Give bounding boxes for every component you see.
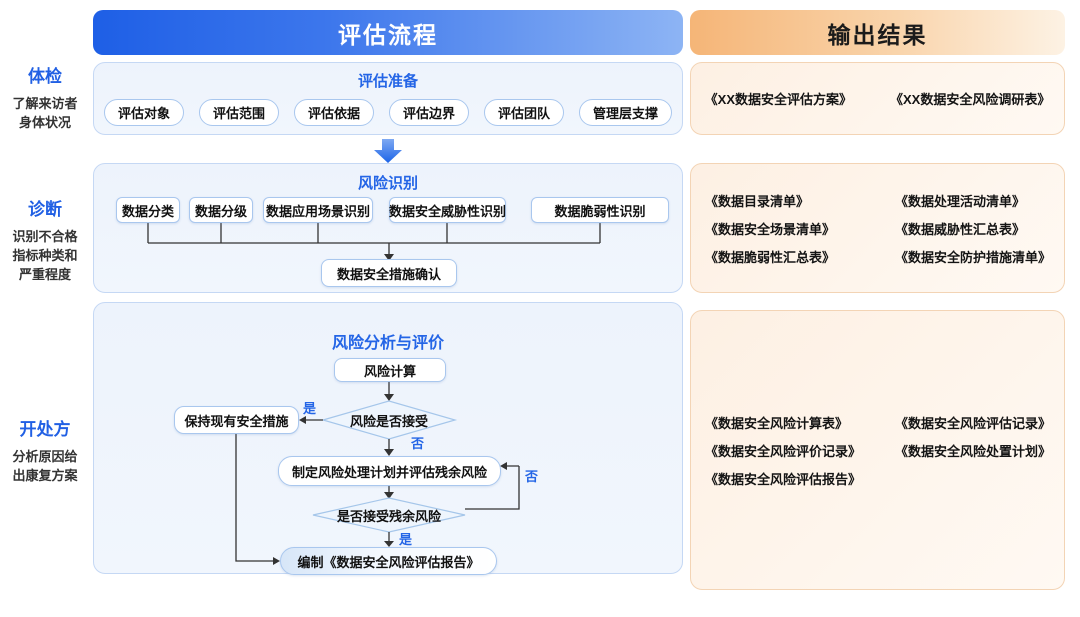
identification-connectors <box>147 223 601 261</box>
box-risk-calculation: 风险计算 <box>334 358 446 382</box>
side-label-prescription-title: 开处方 <box>19 420 71 439</box>
process-header: 评估流程 <box>93 10 683 55</box>
box-compile-assessment-report: 编制《数据安全风险评估报告》 <box>280 547 497 575</box>
pill-assessment-team: 评估团队 <box>484 99 565 126</box>
box-data-classification: 数据分类 <box>116 197 180 223</box>
doc-risk-evaluation-record: 《数据安全风险评价记录》 <box>705 443 862 459</box>
side-label-prescription-desc: 分析原因给 出康复方案 <box>12 449 78 483</box>
box-keep-existing-measures: 保持现有安全措施 <box>174 406 299 434</box>
output-panel-analysis: 《数据安全风险计算表》 《数据安全风险评估记录》 《数据安全风险评价记录》 《数… <box>690 310 1065 590</box>
output-panel-identification: 《数据目录清单》 《数据处理活动清单》 《数据安全场景清单》 《数据威胁性汇总表… <box>690 163 1065 293</box>
decision-risk-acceptable: 风险是否接受 <box>349 413 428 429</box>
box-security-measure-confirmation: 数据安全措施确认 <box>321 259 457 287</box>
doc-processing-activity-list: 《数据处理活动清单》 <box>895 193 1026 209</box>
doc-assessment-plan: 《XX数据安全评估方案》 <box>704 92 852 107</box>
analysis-connectors <box>235 382 520 565</box>
output-grid-analysis: 《数据安全风险计算表》 《数据安全风险评估记录》 《数据安全风险评价记录》 《数… <box>691 311 1064 589</box>
doc-threat-summary-table: 《数据威胁性汇总表》 <box>895 221 1026 237</box>
doc-risk-assessment-record: 《数据安全风险评估记录》 <box>895 415 1052 431</box>
stage-analysis-title: 风险分析与评价 <box>331 335 444 352</box>
preparation-pill-row: 评估对象 评估范围 评估依据 评估边界 评估团队 管理层支撑 <box>94 99 682 126</box>
stage-preparation-title: 评估准备 <box>357 73 418 90</box>
stage-identification-title: 风险识别 <box>357 175 418 192</box>
decision-residual-risk-acceptable: 是否接受残余风险 <box>336 508 441 524</box>
side-label-diagnosis-desc: 识别不合格 指标种类和 严重程度 <box>12 229 78 282</box>
side-label-prescription: 开处方 分析原因给 出康复方案 <box>0 415 90 486</box>
doc-protection-measures-list: 《数据安全防护措施清单》 <box>895 249 1052 265</box>
output-panel-preparation: 《XX数据安全评估方案》 《XX数据安全风险调研表》 <box>690 62 1065 135</box>
pill-assessment-boundary: 评估边界 <box>389 99 470 126</box>
box-vulnerability-identification: 数据脆弱性识别 <box>531 197 669 223</box>
output-header-label: 输出结果 <box>827 21 928 48</box>
label-yes-2: 是 <box>399 532 413 547</box>
side-label-checkup: 体检 了解来访者 身体状况 <box>0 62 90 133</box>
box-security-threat-identification: 数据安全威胁性识别 <box>389 197 506 223</box>
output-row-1: 《XX数据安全评估方案》 《XX数据安全风险调研表》 <box>691 63 1064 134</box>
pill-assessment-basis: 评估依据 <box>293 99 374 126</box>
output-header: 输出结果 <box>690 10 1065 55</box>
doc-data-catalog-list: 《数据目录清单》 <box>705 193 810 209</box>
doc-vulnerability-summary-table: 《数据脆弱性汇总表》 <box>705 249 836 265</box>
side-label-diagnosis-title: 诊断 <box>28 200 62 219</box>
box-application-scenario-identification: 数据应用场景识别 <box>263 197 373 223</box>
box-risk-treatment-plan: 制定风险处理计划并评估残余风险 <box>278 456 501 486</box>
side-label-diagnosis: 诊断 识别不合格 指标种类和 严重程度 <box>0 195 90 285</box>
doc-risk-disposal-plan: 《数据安全风险处置计划》 <box>895 443 1052 459</box>
stage-analysis-panel: 风险分析与评价 风险计算 风险是否接受 保持现有安全措施 制定风险处理计划并评估… <box>93 302 683 575</box>
box-data-grading: 数据分级 <box>189 197 253 223</box>
doc-risk-calculation-table: 《数据安全风险计算表》 <box>705 415 849 431</box>
stage-identification-panel: 风险识别 数据分类 数据分级 数据应用场景识别 数据安全威胁性识别 数据脆弱性识… <box>93 163 683 293</box>
doc-empty-cell <box>895 469 1054 488</box>
doc-risk-survey-table: 《XX数据安全风险调研表》 <box>890 92 1051 107</box>
pill-assessment-object: 评估对象 <box>103 99 184 126</box>
side-label-checkup-desc: 了解来访者 身体状况 <box>12 96 78 130</box>
side-label-checkup-title: 体检 <box>28 67 62 86</box>
down-arrow-icon <box>374 139 402 163</box>
pill-management-support: 管理层支撑 <box>579 99 673 126</box>
doc-risk-assessment-report: 《数据安全风险评估报告》 <box>705 471 862 487</box>
label-no-2: 否 <box>525 469 539 484</box>
output-grid-identification: 《数据目录清单》 《数据处理活动清单》 《数据安全场景清单》 《数据威胁性汇总表… <box>691 164 1064 292</box>
stage-preparation-panel: 评估准备 评估对象 评估范围 评估依据 评估边界 评估团队 管理层支撑 <box>93 62 683 135</box>
process-header-label: 评估流程 <box>338 21 438 48</box>
label-no-1: 否 <box>411 436 425 451</box>
label-yes-1: 是 <box>303 401 317 416</box>
doc-security-scenario-list: 《数据安全场景清单》 <box>705 221 836 237</box>
pill-assessment-scope: 评估范围 <box>198 99 279 126</box>
